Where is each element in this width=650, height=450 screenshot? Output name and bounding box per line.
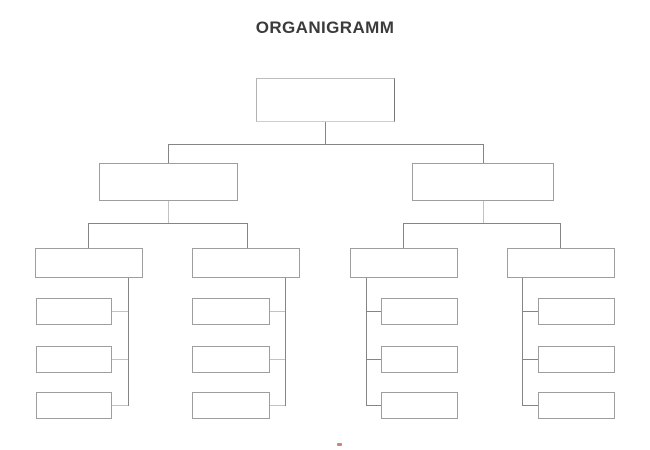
spine-dept-3	[366, 278, 367, 406]
connector-drop-branch-right	[483, 144, 484, 163]
stub-dept-2-child-3	[270, 405, 285, 406]
org-node-dept-3[interactable]	[350, 248, 458, 278]
stub-dept-2-child-1	[270, 311, 285, 312]
stub-dept-2-child-2	[270, 359, 285, 360]
connector-drop-branch-left	[168, 144, 169, 163]
org-node-branch-left[interactable]	[99, 163, 238, 201]
org-node-child-1-3[interactable]	[36, 392, 112, 419]
stub-dept-1-child-1	[112, 311, 128, 312]
spine-dept-2	[285, 278, 286, 406]
stub-dept-1-child-3	[112, 405, 128, 406]
connector-root-stub	[325, 122, 326, 144]
org-node-child-3-3[interactable]	[381, 392, 458, 419]
org-node-child-1-1[interactable]	[36, 298, 112, 325]
org-node-child-3-2[interactable]	[381, 346, 458, 373]
connector-right-horizontal	[403, 223, 561, 224]
org-node-branch-right[interactable]	[412, 163, 554, 201]
connector-drop-dept-2	[247, 223, 248, 248]
corner-mark	[337, 443, 342, 446]
org-node-dept-4[interactable]	[507, 248, 615, 278]
org-node-root[interactable]	[256, 78, 395, 122]
stub-dept-3-child-1	[366, 311, 381, 312]
org-node-child-2-2[interactable]	[192, 346, 270, 373]
org-node-child-3-1[interactable]	[381, 298, 458, 325]
connector-top-horizontal	[168, 144, 484, 145]
connector-left-horizontal	[88, 223, 248, 224]
connector-drop-dept-3	[403, 223, 404, 248]
org-node-child-4-2[interactable]	[538, 346, 615, 373]
stub-dept-3-child-3	[366, 405, 381, 406]
org-node-child-4-3[interactable]	[538, 392, 615, 419]
connector-drop-dept-1	[88, 223, 89, 248]
stub-dept-4-child-2	[522, 359, 538, 360]
stub-dept-4-child-1	[522, 311, 538, 312]
org-node-dept-1[interactable]	[35, 248, 143, 278]
stub-dept-4-child-3	[522, 405, 538, 406]
connector-branch-right-stub	[483, 201, 484, 223]
connector-drop-dept-4	[560, 223, 561, 248]
spine-dept-4	[522, 278, 523, 406]
org-node-child-1-2[interactable]	[36, 346, 112, 373]
stub-dept-1-child-2	[112, 359, 128, 360]
org-node-child-4-1[interactable]	[538, 298, 615, 325]
org-node-dept-2[interactable]	[192, 248, 300, 278]
stub-dept-3-child-2	[366, 359, 381, 360]
org-node-child-2-1[interactable]	[192, 298, 270, 325]
page-title: ORGANIGRAMM	[255, 18, 395, 37]
spine-dept-1	[128, 278, 129, 406]
connector-branch-left-stub	[168, 201, 169, 223]
org-node-child-2-3[interactable]	[192, 392, 270, 419]
